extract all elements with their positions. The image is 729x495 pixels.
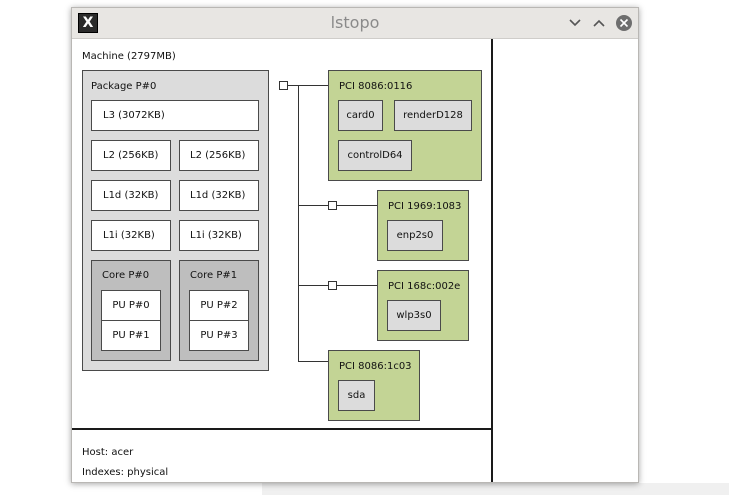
os-device-box: card0 <box>338 100 383 131</box>
legend-divider <box>72 428 491 430</box>
l1d-cache-label: L1d (32KB) <box>103 190 159 201</box>
l3-cache-label: L3 (3072KB) <box>103 110 165 121</box>
pci-device-label: PCI 168c:002e <box>388 281 461 292</box>
pu-box: PU P#3 <box>189 320 249 351</box>
l2-cache-label: L2 (256KB) <box>103 150 159 161</box>
pci-device-label: PCI 8086:0116 <box>339 81 413 92</box>
os-device-label: enp2s0 <box>396 230 434 241</box>
indexes-label: Indexes: physical <box>82 467 169 478</box>
pu-box: PU P#1 <box>101 320 161 351</box>
pci-device-label: PCI 8086:1c03 <box>339 361 412 372</box>
bus-link <box>337 285 377 286</box>
topology-canvas: Machine (2797MB) Package P#0 L3 (3072KB)… <box>72 39 638 482</box>
bus-link <box>298 85 299 361</box>
l1i-cache-label: L1i (32KB) <box>190 230 242 241</box>
os-device-label: sda <box>347 390 366 401</box>
lstopo-window: X lstopo Machine (2797MB) Package P#0 L3… <box>71 7 639 483</box>
l1d-cache-label: L1d (32KB) <box>190 190 246 201</box>
package-label: Package P#0 <box>91 81 157 92</box>
l2-cache-label: L2 (256KB) <box>190 150 246 161</box>
l1i-cache: L1i (32KB) <box>91 220 171 251</box>
core-label: Core P#0 <box>102 270 150 281</box>
pu-label: PU P#2 <box>200 300 238 311</box>
l1i-cache-label: L1i (32KB) <box>103 230 155 241</box>
l1d-cache: L1d (32KB) <box>91 180 171 211</box>
chevron-up-icon[interactable] <box>590 14 608 32</box>
os-device-label: renderD128 <box>403 110 463 121</box>
l2-cache: L2 (256KB) <box>91 140 171 171</box>
desktop-background-panel <box>262 483 729 495</box>
bus-link <box>298 205 328 206</box>
os-device-box: enp2s0 <box>387 220 443 251</box>
bus-link <box>288 85 328 86</box>
os-device-box: controlD64 <box>338 140 412 171</box>
chevron-down-icon[interactable] <box>566 14 584 32</box>
os-device-box: renderD128 <box>394 100 472 131</box>
close-icon[interactable] <box>615 14 633 32</box>
l3-cache: L3 (3072KB) <box>91 100 259 131</box>
os-device-box: wlp3s0 <box>387 300 441 331</box>
canvas-edge <box>491 39 493 482</box>
machine-label: Machine (2797MB) <box>82 51 176 62</box>
core-label: Core P#1 <box>190 270 238 281</box>
l1i-cache: L1i (32KB) <box>179 220 259 251</box>
host-label: Host: acer <box>82 447 134 458</box>
pci-device-label: PCI 1969:1083 <box>388 201 462 212</box>
os-device-label: controlD64 <box>347 150 403 161</box>
pu-box: PU P#0 <box>101 290 161 321</box>
bus-link <box>298 285 328 286</box>
l1d-cache: L1d (32KB) <box>179 180 259 211</box>
x-app-icon: X <box>78 13 98 33</box>
window-title: lstopo <box>330 13 380 32</box>
pu-label: PU P#3 <box>200 330 238 341</box>
os-device-label: card0 <box>346 110 375 121</box>
l2-cache: L2 (256KB) <box>179 140 259 171</box>
pu-label: PU P#1 <box>112 330 150 341</box>
os-device-box: sda <box>338 380 375 411</box>
pu-box: PU P#2 <box>189 290 249 321</box>
title-bar[interactable]: X lstopo <box>72 8 638 39</box>
pu-label: PU P#0 <box>112 300 150 311</box>
bus-link <box>298 361 328 362</box>
pci-bridge-port <box>328 281 337 290</box>
pci-bridge-port <box>328 201 337 210</box>
bus-link <box>337 205 377 206</box>
os-device-label: wlp3s0 <box>396 310 432 321</box>
host-bridge-port <box>279 81 288 90</box>
